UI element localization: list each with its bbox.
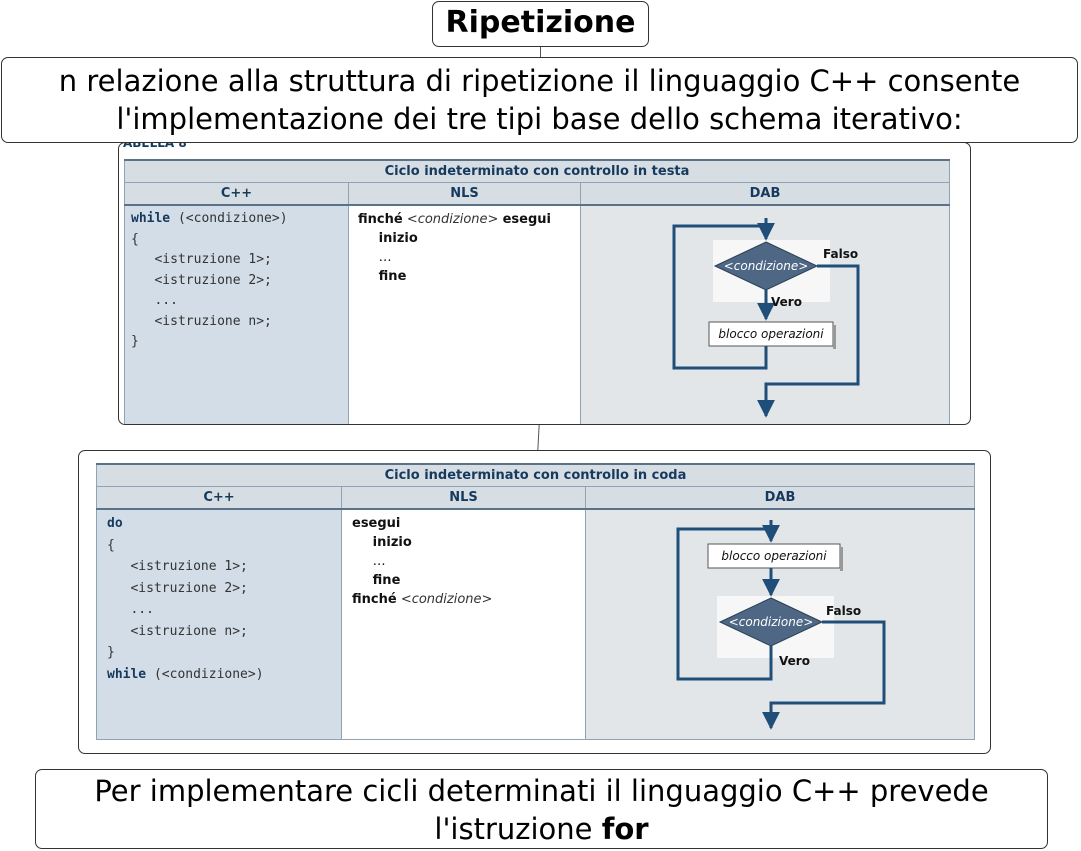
block-shadow — [833, 325, 836, 349]
true-label: Vero — [779, 654, 810, 668]
cpp-code-cell: while (<condizione>) { <istruzione 1>; <… — [124, 204, 349, 424]
table-caption: Ciclo indeterminato con controllo in cod… — [95, 463, 976, 487]
footer-keyword-for: for — [601, 812, 649, 846]
nls-dots: … — [372, 554, 386, 569]
true-label: Vero — [771, 295, 802, 309]
code-line: <istruzione 1>; — [131, 252, 272, 267]
dab-cell: <condizione> Vero blocco operazioni Fals… — [579, 204, 951, 424]
code-keyword-while: while — [107, 666, 147, 682]
nls-esegui: esegui — [502, 212, 551, 227]
footer-line-2: l'istruzione for — [36, 810, 1047, 848]
code-line: (<condizione>) — [170, 211, 288, 226]
nls-condition: <condizione> — [406, 212, 499, 227]
false-exit-arrow — [757, 264, 860, 418]
nls-condition: <condizione> — [400, 592, 493, 607]
code-line: ... — [131, 293, 178, 308]
nls-finche: finché — [358, 212, 403, 227]
footer-line-2-prefix: l'istruzione — [434, 812, 602, 846]
header-dab: DAB — [584, 486, 976, 510]
operations-block — [708, 321, 834, 347]
title-node: Ripetizione — [432, 1, 649, 47]
connector-title-intro — [540, 47, 541, 57]
false-label: Falso — [826, 604, 861, 618]
code-keyword-do: do — [107, 516, 123, 531]
table1-image-node: ABELLA 8 Ciclo indeterminato con control… — [118, 142, 971, 425]
nls-inizio: inizio — [372, 535, 412, 550]
nls-cell: finché <condizione> esegui inizio … fine — [348, 204, 581, 424]
nls-inizio: inizio — [378, 231, 418, 246]
code-line: { — [131, 231, 139, 247]
do-while-table: Ciclo indeterminato con controllo in cod… — [95, 463, 976, 740]
header-cpp: C++ — [96, 486, 342, 510]
code-line: <istruzione n>; — [107, 623, 248, 639]
while-loop-table: Ciclo indeterminato con controllo in tes… — [123, 159, 951, 424]
code-line: } — [131, 334, 139, 349]
code-keyword: while — [131, 211, 171, 226]
block-label: blocco operazioni — [721, 549, 827, 563]
footer-line-1: Per implementare cicli determinati il li… — [94, 774, 989, 808]
nls-fine: fine — [372, 573, 401, 588]
code-line: <istruzione 1>; — [107, 559, 248, 574]
false-label: Falso — [823, 247, 858, 261]
table-caption: Ciclo indeterminato con controllo in tes… — [123, 159, 951, 183]
code-line: (<condizione>) — [146, 666, 264, 682]
nls-dots: … — [378, 250, 392, 265]
header-dab: DAB — [579, 182, 951, 206]
intro-line-1: n relazione alla struttura di ripetizion… — [58, 64, 1021, 98]
nls-cell: esegui inizio … fine finché <condizione> — [341, 508, 586, 740]
footer-node: Per implementare cicli determinati il li… — [35, 769, 1048, 849]
page-title: Ripetizione — [445, 5, 636, 40]
header-nls: NLS — [348, 182, 581, 206]
dab-cell: blocco operazioni <condizione> Vero Fals… — [584, 508, 976, 740]
table2-image-node: Ciclo indeterminato con controllo in cod… — [78, 450, 991, 754]
condition-label: <condizione> — [729, 615, 814, 629]
nls-block: esegui inizio … fine finché <condizione> — [342, 510, 585, 609]
block-label: blocco operazioni — [718, 327, 824, 341]
intro-node: n relazione alla struttura di ripetizion… — [1, 57, 1078, 143]
code-line: } — [107, 645, 115, 660]
nls-esegui: esegui — [352, 516, 401, 531]
false-exit-arrow — [762, 620, 886, 730]
code-line: <istruzione 2>; — [107, 580, 248, 596]
nls-fine: fine — [378, 269, 407, 284]
do-while-flowchart: blocco operazioni <condizione> Vero Fals… — [676, 520, 886, 730]
code-line: { — [107, 537, 115, 553]
table-corner-label: ABELLA 8 — [123, 142, 187, 150]
nls-finche: finché — [352, 592, 397, 607]
while-flowchart: <condizione> Vero blocco operazioni Fals… — [672, 218, 860, 418]
nls-block: finché <condizione> esegui inizio … fine — [349, 206, 580, 286]
true-loop-back-line — [676, 527, 773, 681]
condition-label: <condizione> — [724, 259, 809, 273]
header-cpp: C++ — [124, 182, 349, 206]
operations-block — [707, 543, 841, 569]
intro-line-2: l'implementazione dei tre tipi base dell… — [116, 102, 963, 136]
code-line: <istruzione n>; — [131, 313, 272, 329]
cpp-code-cell: do { <istruzione 1>; <istruzione 2>; ...… — [96, 508, 342, 740]
block-shadow — [840, 547, 843, 571]
code-line: <istruzione 2>; — [131, 272, 272, 288]
code-line: ... — [107, 602, 154, 617]
connector-table1-table2 — [537, 425, 540, 450]
header-nls: NLS — [341, 486, 586, 510]
cpp-code-block: do { <istruzione 1>; <istruzione 2>; ...… — [97, 510, 341, 685]
cpp-code-block: while (<condizione>) { <istruzione 1>; <… — [125, 206, 348, 353]
